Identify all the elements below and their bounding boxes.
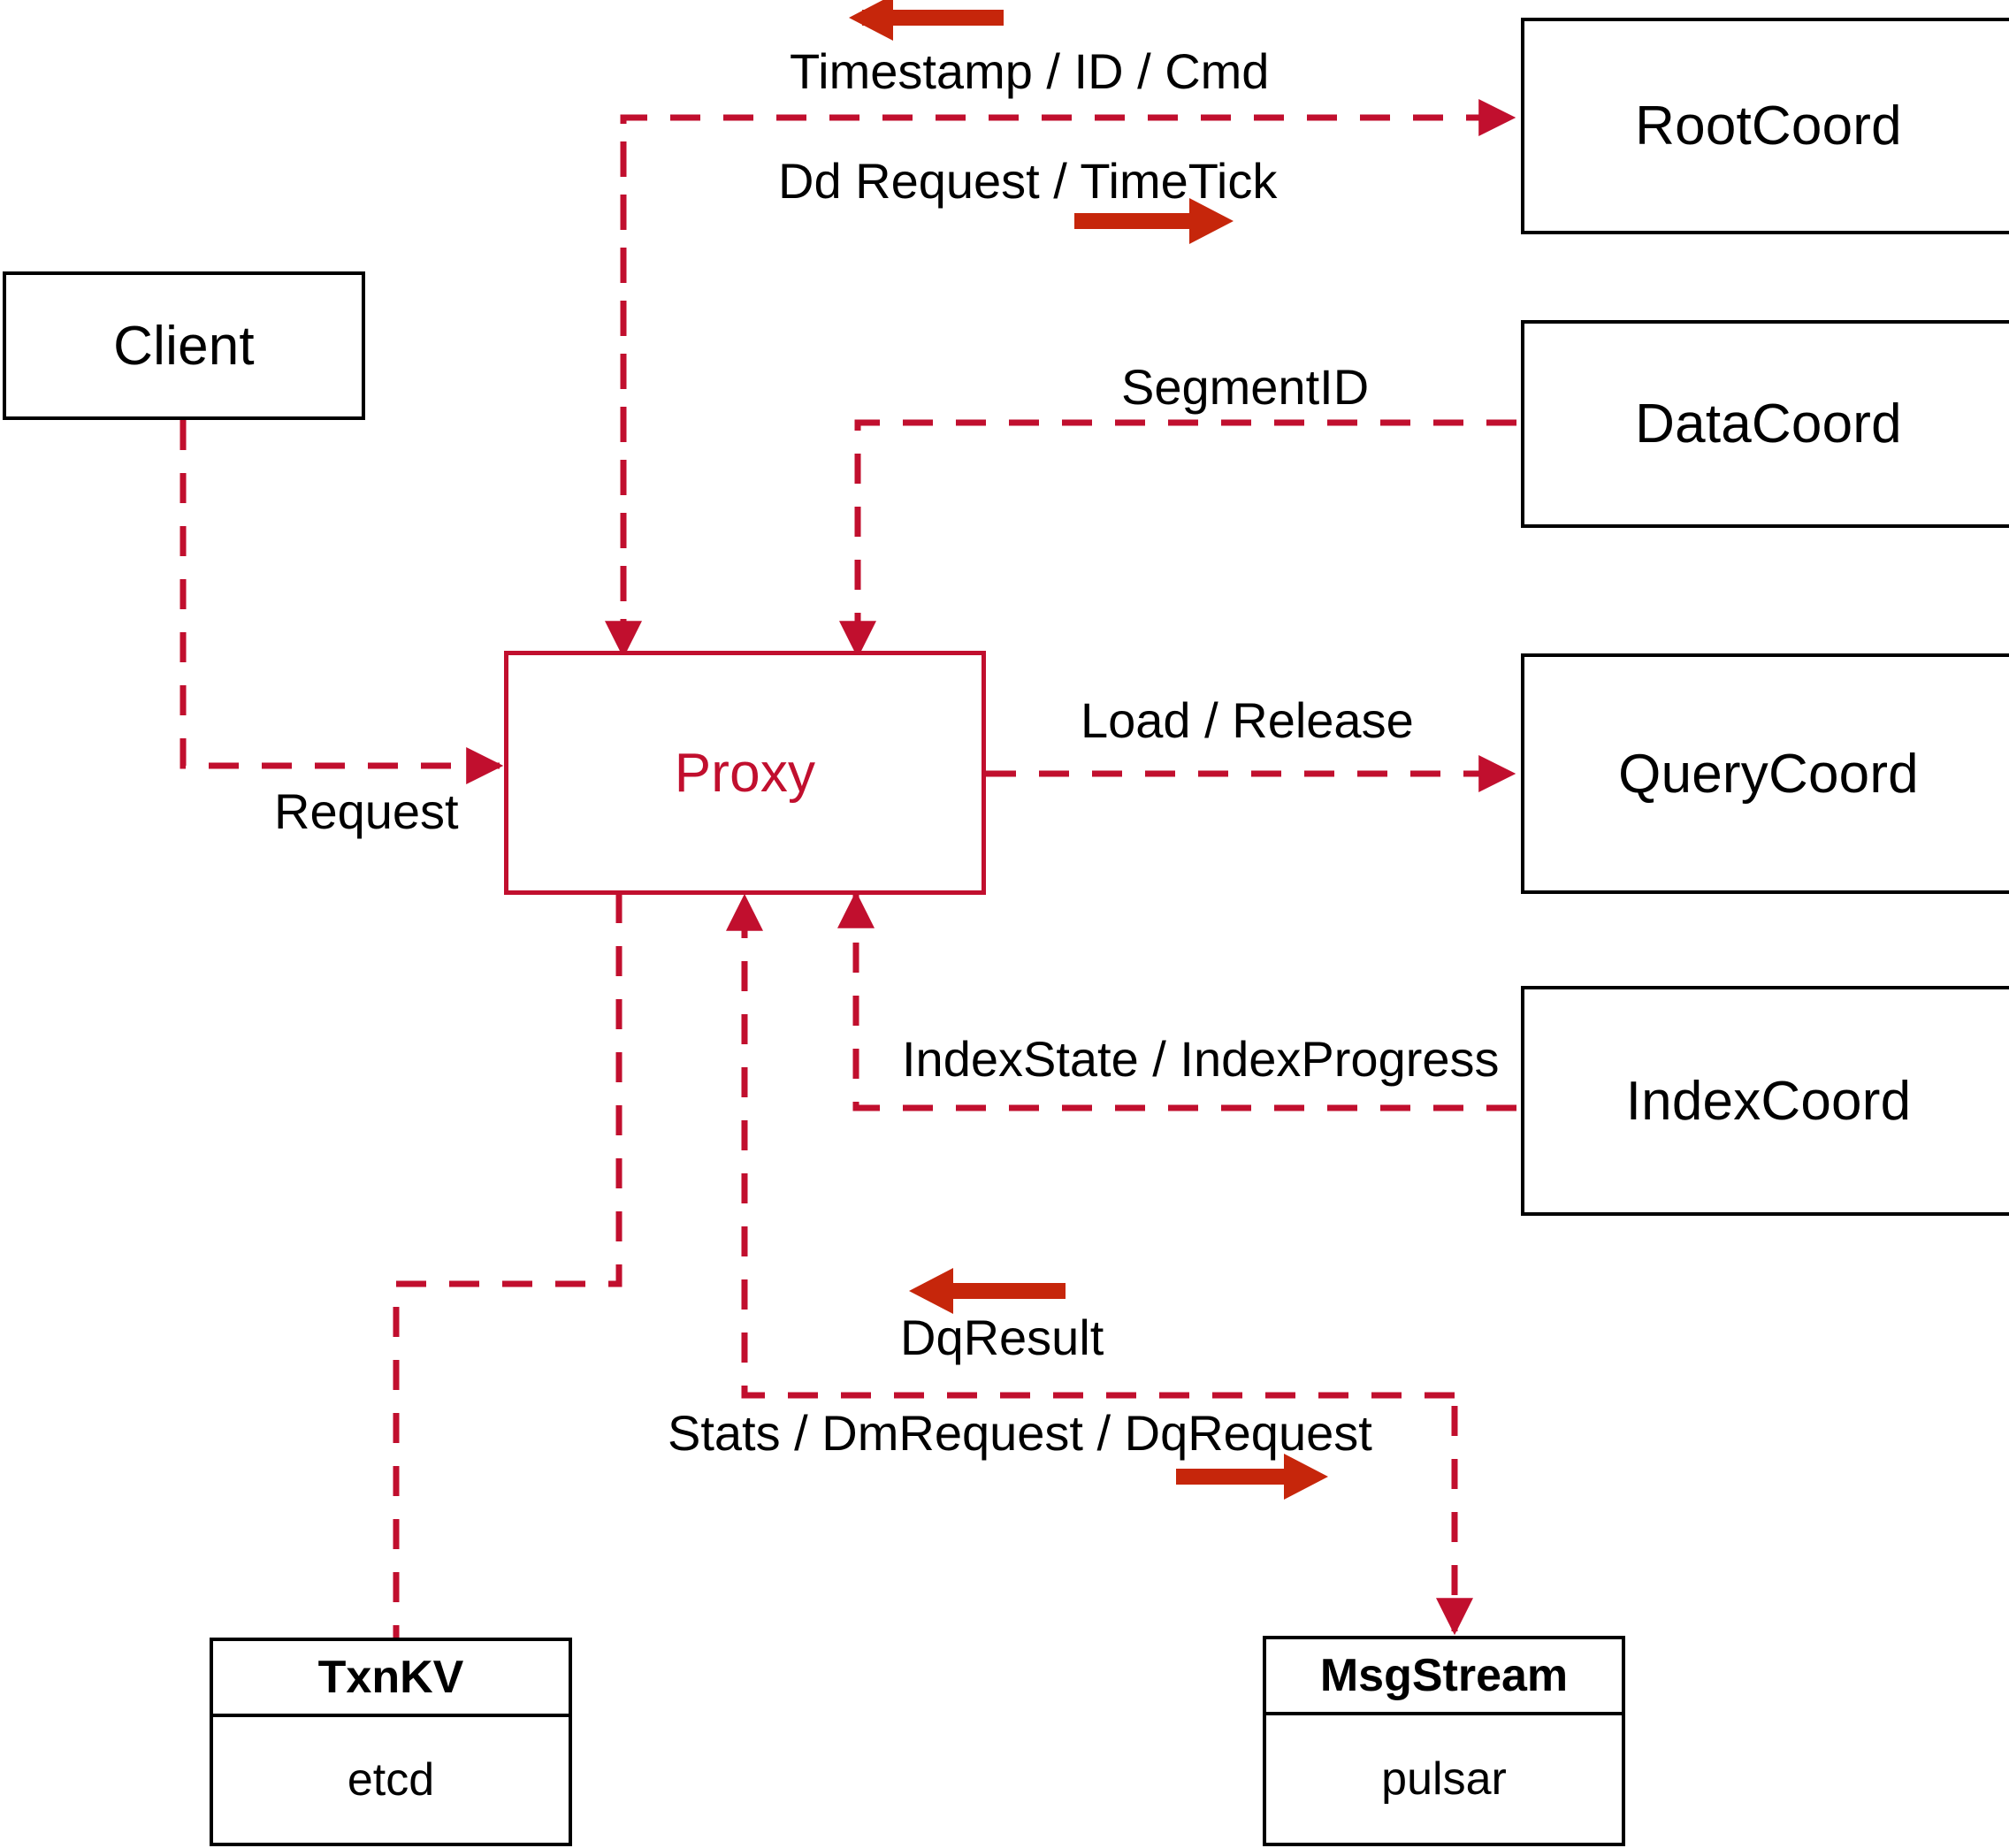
node-indexcoord-label: IndexCoord [1625,1070,1912,1132]
node-txnkv-body: etcd [213,1717,569,1843]
edge-label-stats-dmrequest-dqrequest: Stats / DmRequest / DqRequest [668,1405,1372,1461]
node-msgstream-body: pulsar [1266,1715,1622,1843]
edge-msgstream-proxy [726,893,1455,1399]
edge-label-dqresult: DqResult [900,1310,1104,1365]
node-datacoord-label: DataCoord [1635,393,1902,454]
edge-label-dd-request-timetick: Dd Request / TimeTick [778,153,1278,209]
node-txnkv-impl: etcd [347,1754,435,1806]
node-proxy[interactable]: Proxy [504,651,986,895]
node-proxy-label: Proxy [674,742,816,804]
node-client[interactable]: Client [3,271,365,420]
node-txnkv[interactable]: TxnKV etcd [210,1638,572,1846]
direction-arrow-dqrequest [1176,1454,1328,1500]
direction-arrow-ddrequest [1074,198,1234,244]
node-rootcoord-label: RootCoord [1635,95,1902,157]
edge-datacoord-proxy [839,419,1516,659]
direction-arrow-dqresult [909,1268,1066,1314]
edge-label-load-release: Load / Release [1081,692,1414,748]
edge-label-segmentid: SegmentID [1121,359,1370,415]
node-rootcoord[interactable]: RootCoord [1521,18,2009,234]
node-querycoord[interactable]: QueryCoord [1521,653,2009,894]
node-datacoord[interactable]: DataCoord [1521,320,2009,528]
node-querycoord-label: QueryCoord [1618,743,1919,805]
edge-proxy-txnkv [378,893,623,1693]
edge-indexcoord-proxy [837,890,1516,1111]
node-msgstream-title: MsgStream [1319,1650,1569,1701]
direction-arrow-timestamp [849,0,1004,41]
node-msgstream-impl: pulsar [1381,1753,1507,1805]
node-client-label: Client [113,315,255,377]
edge-client-proxy [180,420,504,784]
node-msgstream-header: MsgStream [1266,1639,1622,1715]
edge-label-request: Request [274,783,459,839]
node-msgstream[interactable]: MsgStream pulsar [1263,1636,1625,1846]
node-txnkv-title: TxnKV [317,1652,464,1703]
edge-label-indexstate-indexprogress: IndexState / IndexProgress [902,1031,1500,1087]
node-indexcoord[interactable]: IndexCoord [1521,986,2009,1216]
edge-label-timestamp-id-cmd: Timestamp / ID / Cmd [790,43,1270,99]
node-txnkv-header: TxnKV [213,1641,569,1717]
